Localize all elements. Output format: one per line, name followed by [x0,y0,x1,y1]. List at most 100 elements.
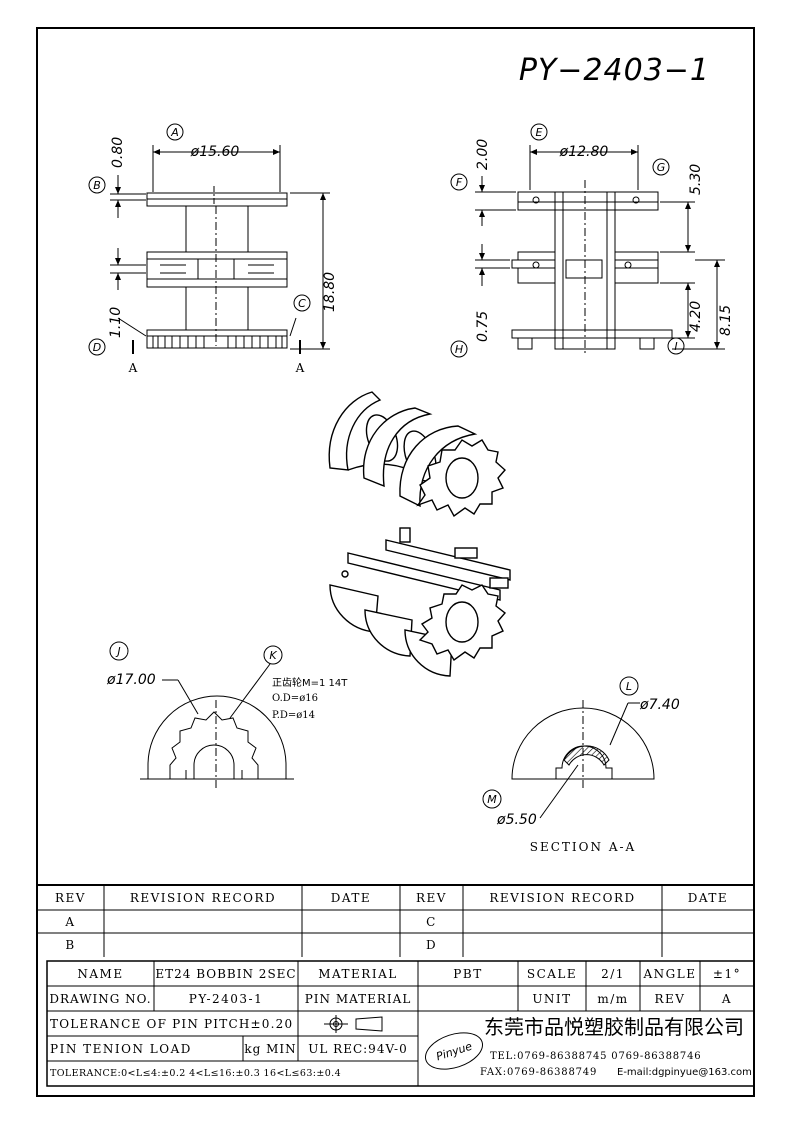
front-view [110,145,330,354]
label-d: D [88,338,106,356]
svg-text:F: F [456,176,463,189]
ul-rec: UL REC:94V-0 [308,1041,408,1056]
dim-i-value: 4.20 [688,301,704,332]
gear-view [140,663,294,790]
label-j: J [109,641,129,661]
label-h: H [450,340,468,358]
svg-text:B: B [93,179,101,192]
section-caption: SECTION A-A [530,840,636,854]
label-k: K [263,645,283,665]
drawing-no-value: PY-2403-1 [188,991,264,1006]
scale-value: 2/1 [601,966,625,981]
company-logo-text: Pinyue [434,1039,474,1063]
svg-text:L: L [626,680,632,693]
revision-row-a-record [104,910,302,933]
svg-text:M: M [487,793,497,806]
revision-row-c-date [662,910,754,933]
section-mark-left: A [128,361,138,375]
front-view-annotations: ø15.60 0.80 18.80 1.10 A A [108,137,338,375]
svg-text:J: J [115,645,120,658]
company-name: 东莞市品悦塑胶制品有限公司 [484,1015,744,1039]
revision-row-d-record [463,933,662,957]
dim-f-value: 2.00 [475,139,491,170]
revision-row-b-date [302,933,400,957]
label-l: L [619,676,639,696]
dim-total-value: 8.15 [718,305,734,336]
company-tel: TEL:0769-86388745 0769-86388746 [490,1051,702,1062]
title-block-grid [46,960,755,1087]
section-outer-dim: ø7.40 [639,697,680,713]
revision-row-d-date [662,933,754,957]
gear-note-2: O.D=ø16 [272,693,318,704]
dim-g-value: 5.30 [688,164,704,195]
svg-text:D: D [93,341,101,354]
revision-record-header-1: REVISION RECORD [129,890,277,905]
section-view [511,700,655,819]
tolerance-line: TOLERANCE:0<L≤4:±0.2 4<L≤16:±0.3 16<L≤63… [50,1068,342,1079]
section-mark-right: A [295,361,305,375]
tolerance-pin-pitch: TOLERANCE OF PIN PITCH±0.20 [50,1016,294,1031]
dim-d-value: 1.10 [108,307,124,338]
svg-text:C: C [298,297,306,310]
revision-row-c-record [463,910,662,933]
revision-row-b-record [104,933,302,957]
rev-value: A [721,991,733,1006]
revision-table-grid [37,884,754,957]
isometric-top-part [328,391,506,518]
isometric-bottom-part [329,527,511,677]
dim-e-value: ø12.80 [559,144,609,160]
svg-text:E: E [536,126,543,139]
label-e: E [530,123,548,141]
pin-material-label: PIN MATERIAL [304,991,412,1006]
gear-note-3: P.D=ø14 [272,710,315,721]
side-view [475,145,725,355]
revision-row-a-date [302,910,400,933]
revision-row-b-rev: B [65,938,76,952]
date-header-1: DATE [330,890,372,905]
company-fax: FAX:0769-86388749 [480,1067,598,1078]
drawing-no-label: DRAWING NO. [49,991,152,1006]
label-c: C [293,294,311,312]
drawing-title: PY−2403−1 [519,53,710,88]
material-label: MATERIAL [318,966,398,981]
rev-header-1: REV [55,890,86,905]
dim-a-value: ø15.60 [190,144,240,160]
company-email: E-mail:dgpinyue@163.com [617,1067,752,1078]
dim-h-value: 0.75 [475,311,491,342]
section-inner-dim: ø5.50 [496,812,537,828]
sheet-border [36,27,755,1097]
side-view-annotations: ø12.80 2.00 5.30 0.75 4.20 8.15 [475,139,734,342]
rev-header-2: REV [416,890,447,905]
material-value: PBT [453,966,483,981]
gear-note-1: 正齿轮M=1 14T [272,676,348,689]
angle-label: ANGLE [643,966,697,981]
pin-tension-unit: kg MIN [244,1041,297,1056]
unit-label: UNIT [532,991,572,1006]
label-g: G [652,158,670,176]
svg-text:G: G [657,161,666,174]
revision-record-header-2: REVISION RECORD [489,890,636,905]
name-label: NAME [77,966,124,981]
dim-b-value: 0.80 [110,137,126,168]
svg-text:I: I [674,340,677,353]
scale-label: SCALE [526,966,578,981]
dim-c-value: 18.80 [322,272,338,312]
label-b: B [88,176,106,194]
label-i: I [667,337,685,355]
label-f: F [450,173,468,191]
rev-label: REV [654,991,686,1006]
pin-tension-label: PIN TENION LOAD [50,1041,192,1056]
svg-text:K: K [269,649,277,662]
unit-value: m/m [597,991,629,1006]
label-a: A [166,123,184,141]
revision-row-c-rev: C [426,914,437,929]
angle-value: ±1° [712,966,742,981]
revision-row-d-rev: D [425,938,438,952]
label-m: M [482,789,502,809]
gear-od-dim: ø17.00 [106,672,156,688]
pin-material-value [418,986,518,1011]
revision-row-a-rev: A [65,914,76,929]
date-header-2: DATE [687,890,729,905]
svg-text:A: A [170,126,179,139]
